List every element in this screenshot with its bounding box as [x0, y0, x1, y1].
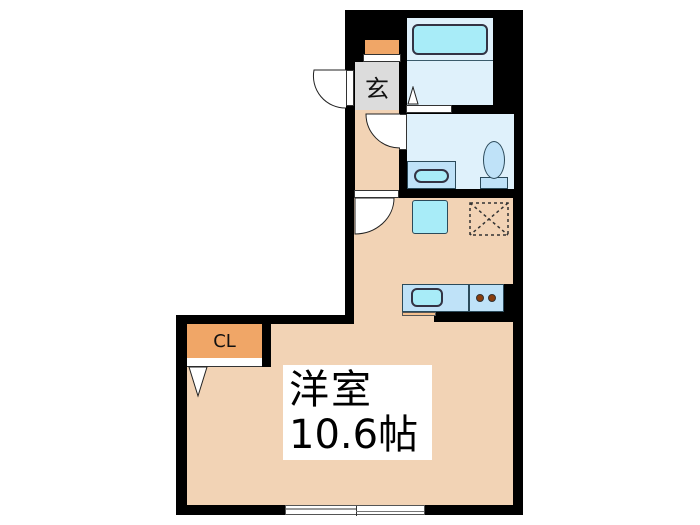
room-label: 洋室 10.6帖	[283, 365, 432, 460]
room-name: 洋室	[289, 366, 373, 413]
entrance-label: 玄	[365, 74, 389, 103]
window	[285, 505, 425, 516]
bathroom-divider	[407, 60, 493, 61]
closet: CL	[187, 324, 262, 358]
sink-triangle-icon	[407, 86, 419, 105]
kitchen-wall-stub	[504, 284, 514, 312]
washbasin-bowl-icon	[414, 169, 449, 183]
room-size: 10.6帖	[289, 411, 419, 458]
closet-door-triangle-icon	[188, 366, 208, 398]
toilet-bowl-icon	[483, 141, 505, 179]
stove-burner-right-icon	[488, 294, 496, 302]
washing-machine-icon	[412, 200, 448, 234]
front-door-opening[interactable]	[346, 70, 354, 106]
stove	[469, 284, 504, 312]
counter-edge	[402, 312, 436, 316]
window-pane-right	[356, 511, 424, 512]
kitchen-sink-icon	[411, 288, 443, 307]
entrance-area: 玄	[355, 62, 399, 110]
closet-wall	[262, 324, 271, 367]
room-door-frame[interactable]	[354, 190, 399, 198]
closet-label: CL	[213, 330, 236, 352]
window-pane-left	[286, 508, 356, 510]
closet-door[interactable]	[187, 358, 262, 367]
front-door-swing-icon	[312, 69, 347, 109]
stove-burner-left-icon	[476, 294, 484, 302]
bathtub-icon	[412, 24, 488, 55]
bathroom-door[interactable]	[406, 105, 452, 113]
kitchen-counter-wall	[434, 312, 514, 322]
refrigerator-space-icon	[469, 202, 509, 236]
shoe-box	[365, 40, 399, 54]
washroom-door-swing-icon	[365, 113, 401, 149]
room-door-swing-icon	[354, 198, 395, 235]
shoe-box-door	[363, 54, 401, 62]
